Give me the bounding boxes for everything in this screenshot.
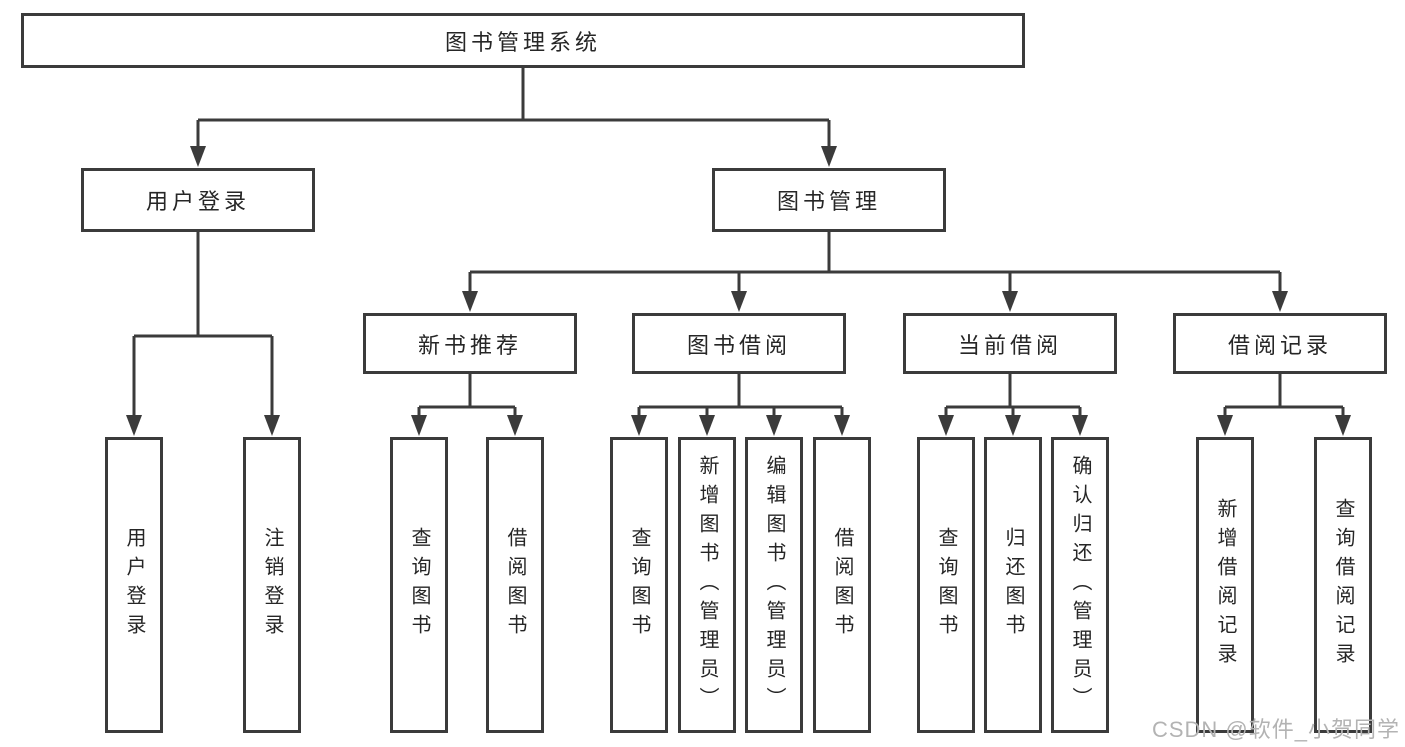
- arrowhead-icon: [1072, 415, 1088, 436]
- leaf-query-books-recommend: 查询图书: [390, 437, 448, 733]
- arrowhead-icon: [507, 415, 523, 436]
- leaf-add-borrow-record: 新增借阅记录: [1196, 437, 1254, 733]
- arrowhead-icon: [821, 146, 837, 167]
- leaf-query-borrow-record: 查询借阅记录: [1314, 437, 1372, 733]
- leaf-label: 借阅图书: [504, 527, 526, 643]
- node-current-borrowing: 当前借阅: [903, 313, 1117, 374]
- connector-book-borrow-to-leaves: [631, 372, 850, 436]
- arrowhead-icon: [938, 415, 954, 436]
- arrowhead-icon: [699, 415, 715, 436]
- leaf-label: 确认归还（管理员）: [1069, 454, 1091, 716]
- arrowhead-icon: [631, 415, 647, 436]
- leaf-label: 新增图书（管理员）: [696, 454, 718, 716]
- arrowhead-icon: [126, 415, 142, 436]
- leaf-query-books-current: 查询图书: [917, 437, 975, 733]
- leaf-query-books-borrowing: 查询图书: [610, 437, 668, 733]
- leaf-label: 注销登录: [261, 527, 283, 643]
- leaf-return-books: 归还图书: [984, 437, 1042, 733]
- leaf-edit-books-admin: 编辑图书（管理员）: [745, 437, 803, 733]
- arrowhead-icon: [462, 291, 478, 312]
- leaf-confirm-return-admin: 确认归还（管理员）: [1051, 437, 1109, 733]
- leaf-label: 查询借阅记录: [1332, 498, 1354, 672]
- arrowhead-icon: [1217, 415, 1233, 436]
- leaf-borrow-books-recommend: 借阅图书: [486, 437, 544, 733]
- leaf-borrow-books-borrowing: 借阅图书: [813, 437, 871, 733]
- arrowhead-icon: [1002, 291, 1018, 312]
- arrowhead-icon: [731, 291, 747, 312]
- node-book-management-branch: 图书管理: [712, 168, 946, 232]
- arrowhead-icon: [264, 415, 280, 436]
- leaf-label: 借阅图书: [831, 527, 853, 643]
- leaf-label: 查询图书: [628, 527, 650, 643]
- connector-new-book-rec-to-leaves: [411, 372, 523, 436]
- leaf-label: 编辑图书（管理员）: [763, 454, 785, 716]
- connector-user-login-to-leaves: [126, 230, 280, 436]
- arrowhead-icon: [766, 415, 782, 436]
- arrowhead-icon: [1272, 291, 1288, 312]
- connector-borrow-records-to-leaves: [1217, 372, 1351, 436]
- leaf-label: 用户登录: [123, 527, 145, 643]
- leaf-label: 归还图书: [1002, 527, 1024, 643]
- csdn-watermark: CSDN @软件_小贺同学: [1151, 717, 1400, 742]
- leaf-label: 查询图书: [408, 527, 430, 643]
- node-borrowing-records: 借阅记录: [1173, 313, 1387, 374]
- connector-current-borrow-to-leaves: [938, 372, 1088, 436]
- node-new-book-recommend: 新书推荐: [363, 313, 577, 374]
- arrowhead-icon: [834, 415, 850, 436]
- arrowhead-icon: [1005, 415, 1021, 436]
- arrowhead-icon: [411, 415, 427, 436]
- leaf-label: 新增借阅记录: [1214, 498, 1236, 672]
- arrowhead-icon: [190, 146, 206, 167]
- leaf-logout: 注销登录: [243, 437, 301, 733]
- leaf-add-books-admin: 新增图书（管理员）: [678, 437, 736, 733]
- arrowhead-icon: [1335, 415, 1351, 436]
- node-user-login-branch: 用户登录: [81, 168, 315, 232]
- connector-book-mgmt-to-level2: [462, 230, 1288, 312]
- node-book-borrowing: 图书借阅: [632, 313, 846, 374]
- leaf-label: 查询图书: [935, 527, 957, 643]
- leaf-user-login: 用户登录: [105, 437, 163, 733]
- node-root-system: 图书管理系统: [21, 13, 1025, 68]
- connector-root-to-level1: [190, 66, 837, 167]
